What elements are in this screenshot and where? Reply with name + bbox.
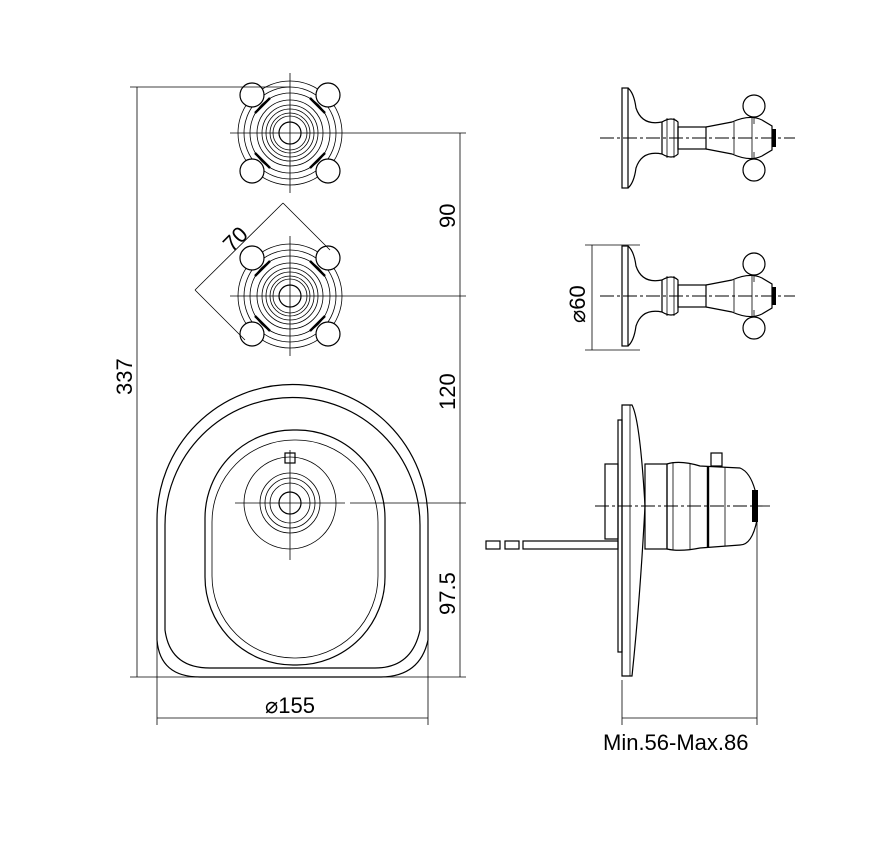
dim-handle-spacing: 90 <box>435 204 460 228</box>
dim-valve-to-bottom: 97.5 <box>435 572 460 615</box>
dim-depth-range: Min.56-Max.86 <box>603 730 749 755</box>
bottom-handle-front <box>228 234 352 358</box>
dimension-lines <box>130 86 758 725</box>
dim-handle-diameter: ⌀60 <box>565 285 590 323</box>
valve-side <box>485 404 772 677</box>
bottom-handle-side <box>600 245 795 347</box>
dim-handle-to-valve: 120 <box>435 373 460 410</box>
dim-plate-diameter: ⌀155 <box>265 693 315 718</box>
dim-total-height: 337 <box>112 358 137 395</box>
valve-plate-front <box>156 383 429 678</box>
top-handle-front <box>228 71 352 195</box>
top-handle-side <box>600 87 795 189</box>
